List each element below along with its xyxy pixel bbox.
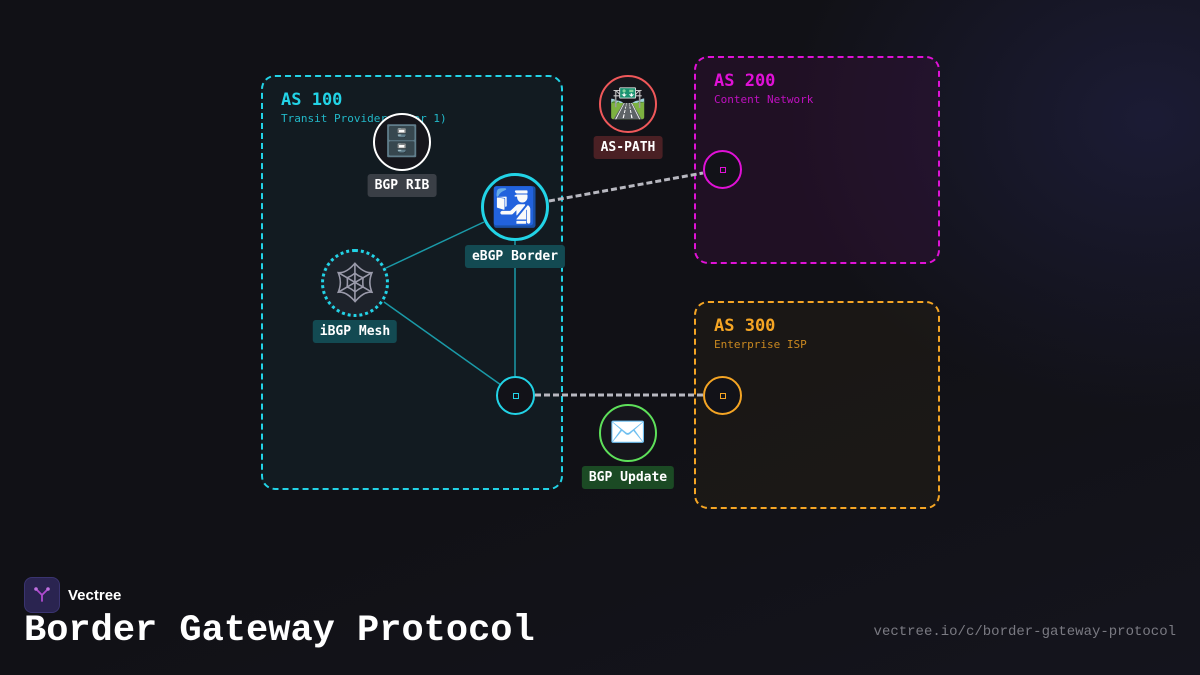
as-300-port[interactable]: [703, 376, 742, 415]
ebgp-border-label: eBGP Border: [464, 245, 566, 268]
link-ibgp-port: [383, 301, 502, 386]
bgp-rib-node[interactable]: 🗄️: [373, 113, 431, 171]
brand-name: Vectree: [68, 586, 122, 604]
bgp-update-node[interactable]: ✉️: [599, 404, 657, 462]
peering-link-as200[interactable]: [548, 171, 704, 203]
file-cabinet-icon: 🗄️: [383, 124, 421, 159]
port-square-icon: [719, 392, 726, 399]
as-200-title: AS 200: [714, 71, 776, 91]
as-300-title: AS 300: [714, 316, 776, 336]
as-path-label: AS-PATH: [593, 136, 663, 159]
bgp-rib-label: BGP RIB: [367, 174, 437, 197]
as-100-title: AS 100: [281, 90, 343, 110]
motorway-icon: 🛣️: [609, 86, 647, 121]
page-url[interactable]: vectree.io/c/border-gateway-protocol: [873, 624, 1176, 640]
ebgp-border-node[interactable]: 🛂: [481, 173, 549, 241]
vectree-logo-icon: [24, 577, 60, 613]
tree-fork-icon: [34, 587, 50, 602]
as-200-subtitle: Content Network: [714, 93, 814, 106]
as-300-subtitle: Enterprise ISP: [714, 338, 807, 351]
bgp-update-label: BGP Update: [581, 466, 675, 489]
port-square-icon: [719, 166, 726, 173]
brand: Vectree: [24, 577, 121, 613]
as-100-port[interactable]: [496, 376, 535, 415]
ibgp-mesh-node[interactable]: 🕸: [321, 249, 389, 317]
as-200-port[interactable]: [703, 150, 742, 189]
page-title: Border Gateway Protocol: [24, 610, 535, 652]
passport-control-icon: 🛂: [491, 185, 539, 229]
link-ibgp-ebgp: [385, 221, 485, 269]
spider-web-icon: 🕸: [329, 260, 381, 306]
port-square-icon: [512, 392, 519, 399]
ibgp-mesh-label: iBGP Mesh: [312, 320, 398, 343]
envelope-icon: ✉️: [609, 415, 647, 450]
as-path-node[interactable]: 🛣️: [599, 75, 657, 133]
